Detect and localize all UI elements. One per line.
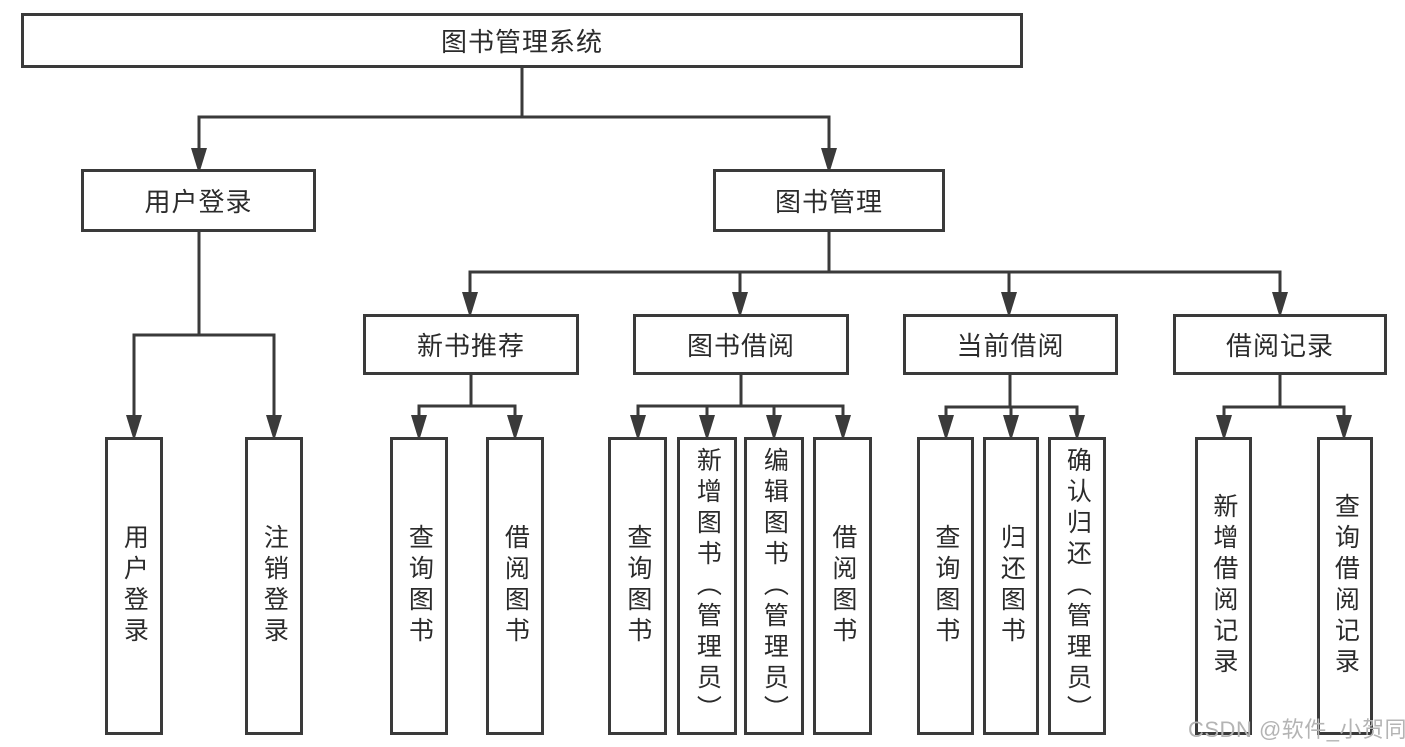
leaf-query-books-borrow-label: 查询图书 xyxy=(623,524,652,648)
node-user-login: 用户登录 xyxy=(81,169,316,232)
node-new-book-recommend: 新书推荐 xyxy=(363,314,579,375)
arrowhead-icon xyxy=(835,415,851,441)
leaf-confirm-return-admin: 确认归还（管理员） xyxy=(1048,437,1106,735)
arrowhead-icon xyxy=(732,292,748,318)
arrowhead-icon xyxy=(938,415,954,441)
leaf-add-book-admin-label: 新增图书（管理员） xyxy=(693,446,722,726)
leaf-borrow-books: 借阅图书 xyxy=(813,437,872,735)
leaf-query-books-current-label: 查询图书 xyxy=(931,524,960,648)
node-borrow-records-label: 借阅记录 xyxy=(1225,331,1334,361)
leaf-user-login: 用户登录 xyxy=(105,437,163,735)
node-new-book-recommend-label: 新书推荐 xyxy=(416,331,525,361)
connector-current-borrow-children xyxy=(938,373,1085,441)
connector-new-book-children xyxy=(411,373,523,441)
arrowhead-icon xyxy=(126,415,142,441)
leaf-query-books-recommend: 查询图书 xyxy=(390,437,448,735)
arrowhead-icon xyxy=(630,415,646,441)
arrowhead-icon xyxy=(1216,415,1232,441)
arrowhead-icon xyxy=(1069,415,1085,441)
leaf-logout-label: 注销登录 xyxy=(260,524,289,648)
leaf-return-book-label: 归还图书 xyxy=(997,524,1026,648)
arrowhead-icon xyxy=(766,415,782,441)
leaf-return-book: 归还图书 xyxy=(983,437,1039,735)
leaf-edit-book-admin-label: 编辑图书（管理员） xyxy=(760,446,789,726)
arrowhead-icon xyxy=(699,415,715,441)
connector-book-management-to-level3 xyxy=(462,231,1288,318)
leaf-add-book-admin: 新增图书（管理员） xyxy=(677,437,737,735)
arrowhead-icon xyxy=(411,415,427,441)
leaf-confirm-return-admin-label: 确认归还（管理员） xyxy=(1063,446,1092,726)
leaf-query-borrow-record: 查询借阅记录 xyxy=(1317,437,1373,735)
connector-root-to-level2 xyxy=(191,66,837,174)
node-root: 图书管理系统 xyxy=(21,13,1023,68)
arrowhead-icon xyxy=(462,292,478,318)
leaf-query-books-borrow: 查询图书 xyxy=(608,437,667,735)
leaf-edit-book-admin: 编辑图书（管理员） xyxy=(744,437,804,735)
node-borrow-records: 借阅记录 xyxy=(1173,314,1387,375)
arrowhead-icon xyxy=(266,415,282,441)
arrowhead-icon xyxy=(1272,292,1288,318)
arrowhead-icon xyxy=(1003,415,1019,441)
arrowhead-icon xyxy=(1336,415,1352,441)
arrowhead-icon xyxy=(191,148,207,174)
leaf-query-books-recommend-label: 查询图书 xyxy=(405,524,434,648)
leaf-query-books-current: 查询图书 xyxy=(917,437,974,735)
node-book-management-label: 图书管理 xyxy=(774,187,883,217)
leaf-borrow-books-recommend: 借阅图书 xyxy=(486,437,544,735)
leaf-logout: 注销登录 xyxy=(245,437,303,735)
arrowhead-icon xyxy=(821,148,837,174)
node-current-borrow: 当前借阅 xyxy=(903,314,1118,375)
connector-borrow-records-children xyxy=(1216,373,1352,441)
node-book-borrow-label: 图书借阅 xyxy=(686,331,795,361)
node-user-login-label: 用户登录 xyxy=(144,187,253,217)
leaf-borrow-books-recommend-label: 借阅图书 xyxy=(501,524,530,648)
node-current-borrow-label: 当前借阅 xyxy=(956,331,1065,361)
connector-user-login-children xyxy=(126,230,282,441)
leaf-user-login-label: 用户登录 xyxy=(120,524,149,648)
csdn-watermark: CSDN @软件_小贺同学 xyxy=(1188,717,1405,742)
leaf-query-borrow-record-label: 查询借阅记录 xyxy=(1331,493,1360,679)
leaf-borrow-books-label: 借阅图书 xyxy=(828,524,857,648)
node-book-borrow: 图书借阅 xyxy=(633,314,849,375)
arrowhead-icon xyxy=(1001,292,1017,318)
leaf-add-borrow-record: 新增借阅记录 xyxy=(1195,437,1252,735)
connector-book-borrow-children xyxy=(630,373,851,441)
arrowhead-icon xyxy=(507,415,523,441)
leaf-add-borrow-record-label: 新增借阅记录 xyxy=(1209,493,1238,679)
node-book-management: 图书管理 xyxy=(713,169,945,232)
node-root-label: 图书管理系统 xyxy=(440,27,603,57)
